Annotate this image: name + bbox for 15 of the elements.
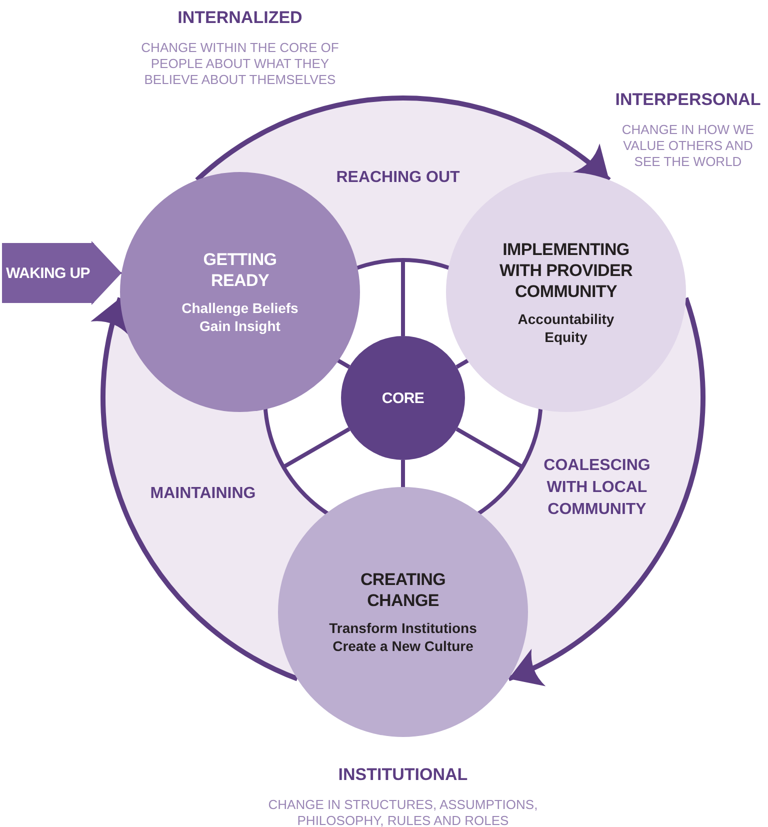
dimension-heading: INSTITUTIONAL (337, 765, 469, 785)
node-heading: WAKING UP (6, 264, 90, 284)
node-heading: GETTING READY (202, 249, 278, 291)
dimension-description: CHANGE IN HOW WE VALUE OTHERS AND SEE THE WORLD (620, 122, 756, 170)
dimension-heading: INTERNALIZED (176, 8, 304, 28)
node-details: Challenge Beliefs Gain Insight (180, 299, 300, 335)
node-heading: CREATING CHANGE (359, 569, 447, 611)
dimension-description: CHANGE WITHIN THE CORE OF PEOPLE ABOUT WHAT THEY BELIEVE ABOUT THEMSELVES (140, 40, 340, 88)
arrow (92, 241, 122, 305)
node-heading: CORE (382, 388, 424, 408)
dimension-description: CHANGE IN STRUCTURES, ASSUMPTIONS, PHILOSOPHY, RULES AND ROLES (267, 797, 539, 827)
dimension-heading: INTERPERSONAL (614, 90, 762, 110)
node-details: Transform Institutions Create a New Culture (328, 619, 478, 655)
node-details: Accountability Equity (516, 310, 616, 346)
node-heading: IMPLEMENTING WITH PROVIDER COMMUNITY (498, 238, 634, 302)
